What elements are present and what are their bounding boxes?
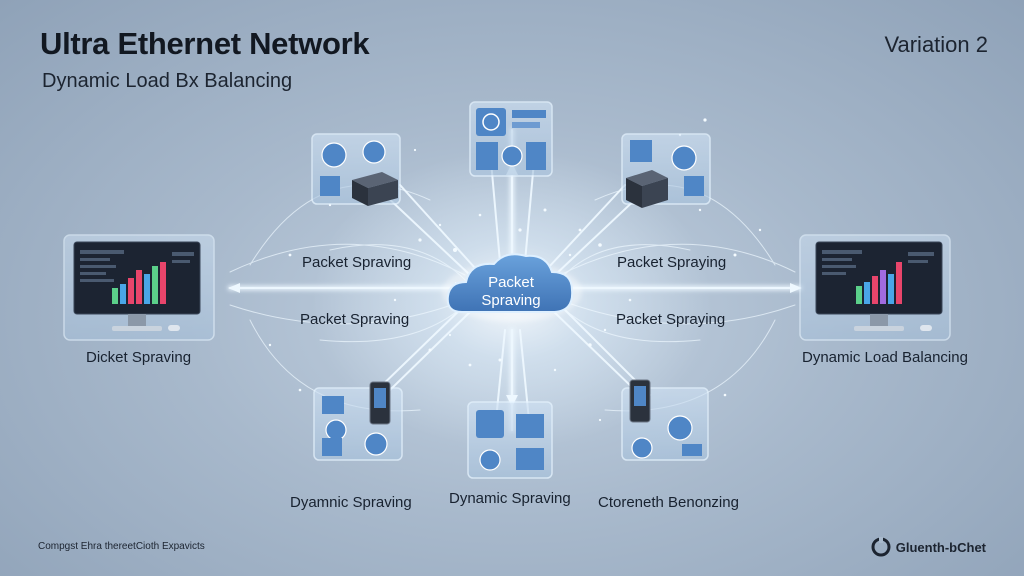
upper-right-link-label: Packet Spraying [617,254,727,271]
globe-icon [671,145,697,171]
bottom-left-node [313,381,403,461]
server-icon [352,172,398,206]
upper-left-node [311,133,401,206]
footer-brand: Gluenth-bChet [870,536,986,558]
upper-right-node [621,133,711,208]
top-center-node [469,101,553,177]
bottom-center-node [467,401,553,479]
footer-caption: Compgst Ehra thereetCioth Expavicts [38,541,205,552]
variation-label: Variation 2 [884,32,988,57]
sparkle-particles [268,118,762,422]
bottom-right-node-label: Ctoreneth Benonzing [598,494,739,511]
lock-icon [501,145,523,167]
globe-icon [482,113,500,131]
server-icon [626,170,668,208]
lower-right-link-label: Packet Spraying [616,311,726,328]
globe-icon [364,432,388,456]
cloud-icon [479,449,501,471]
globe-icon [631,437,653,459]
left-monitor-node [63,234,215,341]
phone-icon [369,381,391,425]
lower-left-link-label: Packet Spraving [300,311,410,328]
right-monitor-label: Dynamic Load Balancing [802,349,968,366]
upper-left-link-label: Packet Spraving [302,254,412,271]
chart-icon [822,250,934,304]
chart-icon [80,250,194,304]
bottom-left-node-label: Dyamnic Spraving [290,494,412,511]
left-monitor-label: Dicket Spraving [86,349,192,366]
right-monitor-node [799,234,951,341]
bottom-center-node-label: Dynamic Spraving [449,490,571,507]
page-title: Ultra Ethernet Network [40,26,370,61]
bottom-right-node [621,379,709,461]
hub-label-line1: Packet [488,274,535,291]
packet-spraying-hub: Packet Spraving [442,253,582,322]
globe-icon [321,142,347,168]
brand-logo-icon [871,537,891,557]
phone-icon [629,379,651,423]
page-subtitle: Dynamic Load Bx Balancing [42,70,293,92]
hub-label-line2: Spraving [481,292,540,309]
footer-brand-label: Gluenth-bChet [895,539,986,555]
